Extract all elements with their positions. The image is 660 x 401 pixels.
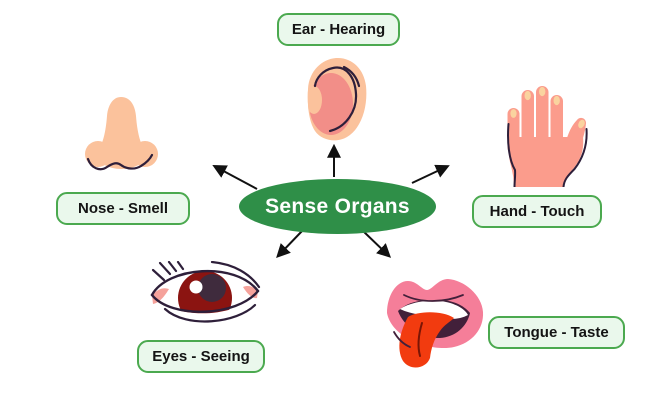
label-tongue-taste-text: Tongue - Taste xyxy=(504,324,609,341)
label-ear-hearing-text: Ear - Hearing xyxy=(291,21,386,38)
arrow-to-hand xyxy=(411,164,450,184)
label-eyes-seeing-text: Eyes - Seeing xyxy=(152,348,250,365)
arrow-to-eyes xyxy=(276,229,304,259)
label-hand-touch: Hand - Touch xyxy=(472,195,602,228)
label-ear-hearing: Ear - Hearing xyxy=(277,13,400,46)
label-hand-touch-text: Hand - Touch xyxy=(489,203,585,220)
arrow-to-tongue xyxy=(361,229,392,258)
mouth-icon xyxy=(387,279,484,368)
nose-icon xyxy=(85,97,158,171)
label-nose-smell-text: Nose - Smell xyxy=(77,200,169,217)
center-node: Sense Organs xyxy=(239,179,436,234)
label-eyes-seeing: Eyes - Seeing xyxy=(137,340,265,373)
label-nose-smell: Nose - Smell xyxy=(56,192,190,225)
arrow-to-nose xyxy=(212,165,258,190)
ear-icon xyxy=(307,57,367,141)
hand-icon xyxy=(507,86,588,187)
label-tongue-taste: Tongue - Taste xyxy=(488,316,625,349)
eye-icon xyxy=(150,261,261,323)
center-node-title: Sense Organs xyxy=(265,194,410,218)
